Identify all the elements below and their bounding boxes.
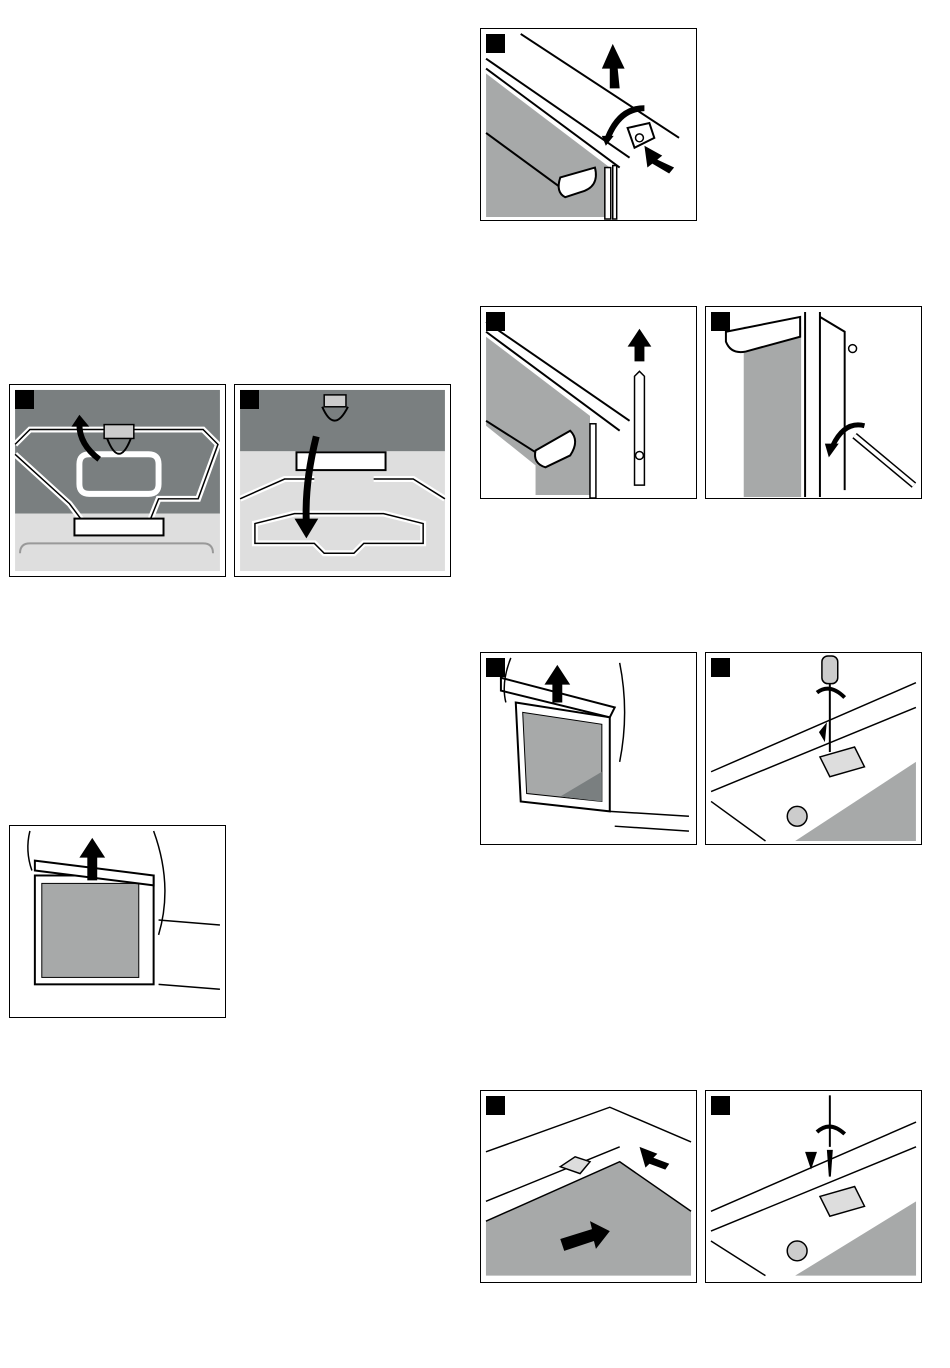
step-marker: [711, 658, 730, 677]
figure-hinge-screw-remove: [705, 652, 922, 845]
figure-shelf-rail-hookin: [234, 384, 451, 577]
shelf-rail-illustration: [12, 389, 222, 572]
step-marker: [711, 1096, 730, 1115]
step-marker: [15, 390, 34, 409]
figure-door-remove: [480, 652, 697, 845]
step-marker: [486, 658, 505, 677]
step-marker: [711, 312, 730, 331]
door-remove-illustration: [499, 657, 689, 832]
door-hinge-illustration: [485, 321, 652, 498]
step-marker: [486, 34, 505, 53]
door-glass-illustration: [27, 830, 220, 991]
figure-hinge-screw-fasten: [705, 1090, 922, 1283]
hinge-screw-illustration: [710, 655, 917, 842]
figure-shelf-rail-unhook: [9, 384, 226, 577]
figure-door-screw-loosen: [705, 306, 922, 499]
figure-door-glass-lift: [9, 825, 226, 1018]
door-hinge-illustration: [485, 33, 680, 220]
door-screw-illustration: [724, 311, 917, 498]
step-marker: [486, 312, 505, 331]
step-marker: [240, 390, 259, 409]
figure-door-top-hinge: [480, 28, 697, 221]
step-marker: [486, 1096, 505, 1115]
figure-hinge-slide-in: [480, 1090, 697, 1283]
hinge-screw-illustration: [710, 1095, 917, 1277]
shelf-rail-illustration: [238, 389, 447, 572]
hinge-slide-illustration: [485, 1106, 692, 1276]
figure-door-hinge-lift: [480, 306, 697, 499]
